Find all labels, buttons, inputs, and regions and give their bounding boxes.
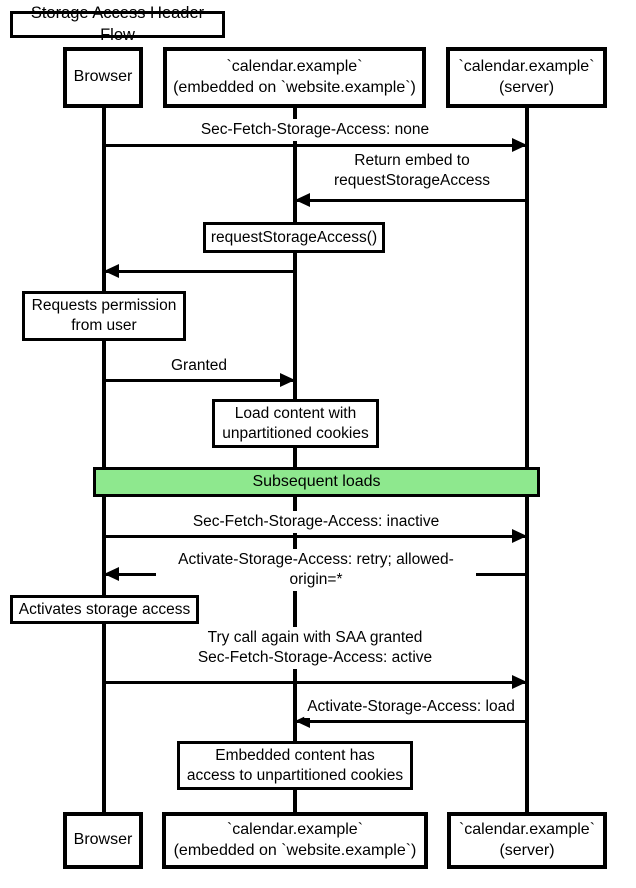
- arrowhead-right-icon: [512, 675, 527, 689]
- message-line-m8: [295, 720, 527, 723]
- message-line-m1: [104, 144, 527, 147]
- message-label-m2: Return embed to requestStorageAccess: [331, 150, 493, 193]
- message-label-box-m3: requestStorageAccess(): [203, 222, 385, 253]
- participant-embed-bottom: `calendar.example` (embedded on `website…: [162, 812, 428, 869]
- note-activates-storage: Activates storage access: [10, 595, 199, 624]
- divider-subsequent-loads: Subsequent loads: [93, 467, 540, 497]
- participant-browser-label: Browser: [73, 68, 133, 86]
- message-line-m5: [104, 535, 527, 538]
- message-line-m3: [104, 270, 295, 273]
- participant-embed-top: `calendar.example` (embedded on `website…: [163, 47, 426, 108]
- arrowhead-right-icon: [512, 529, 527, 543]
- diagram-title: Storage Access Header Flow: [10, 4, 225, 44]
- arrowhead-left-icon: [104, 567, 119, 581]
- message-label-m7: Try call again with SAA granted Sec-Fetc…: [194, 627, 436, 670]
- message-label-m4: Granted: [167, 355, 231, 378]
- note-embedded-content: Embedded content has access to unpartiti…: [177, 741, 413, 790]
- note-load-content-text: Load content with unpartitioned cookies: [222, 404, 369, 442]
- arrowhead-right-icon: [280, 373, 295, 387]
- message-line-m7: [104, 681, 527, 684]
- participant-browser-label: Browser: [73, 831, 133, 849]
- diagram-title-text: Storage Access Header Flow: [30, 4, 205, 44]
- arrowhead-right-icon: [512, 138, 527, 152]
- message-label-m1: Sec-Fetch-Storage-Access: none: [197, 119, 433, 142]
- note-requests-permission: Requests permission from user: [22, 291, 186, 341]
- arrowhead-left-icon: [104, 264, 119, 278]
- note-activates-storage-text: Activates storage access: [18, 600, 191, 618]
- participant-server-label: `calendar.example` (server): [458, 58, 595, 96]
- participant-embed-label: `calendar.example` (embedded on `website…: [173, 821, 417, 859]
- note-load-content: Load content with unpartitioned cookies: [212, 399, 379, 448]
- note-embedded-content-text: Embedded content has access to unpartiti…: [186, 746, 404, 784]
- message-label-m5: Sec-Fetch-Storage-Access: inactive: [189, 511, 443, 534]
- message-label-m6: Activate-Storage-Access: retry; allowed-…: [156, 549, 476, 592]
- message-label-m8: Activate-Storage-Access: load: [304, 696, 518, 719]
- divider-label: Subsequent loads: [252, 473, 381, 490]
- message-label-m3: requestStorageAccess(): [210, 228, 378, 246]
- message-line-m4: [104, 379, 295, 382]
- participant-embed-label: `calendar.example` (embedded on `website…: [173, 58, 416, 96]
- lifeline-browser: [102, 108, 106, 812]
- participant-server-top: `calendar.example` (server): [446, 47, 607, 108]
- participant-browser-bottom: Browser: [63, 812, 143, 869]
- participant-browser-top: Browser: [63, 47, 143, 108]
- participant-server-label: `calendar.example` (server): [458, 821, 596, 859]
- lifeline-embed: [293, 108, 297, 812]
- arrowhead-left-icon: [295, 193, 310, 207]
- lifeline-server: [525, 108, 529, 812]
- message-line-m2: [295, 199, 527, 202]
- note-requests-permission-text: Requests permission from user: [31, 297, 177, 334]
- participant-server-bottom: `calendar.example` (server): [447, 812, 607, 869]
